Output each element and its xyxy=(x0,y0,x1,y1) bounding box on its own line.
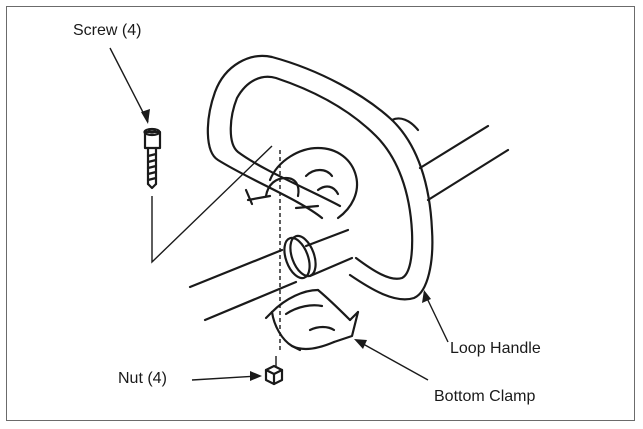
top-clamp xyxy=(244,146,359,220)
label-loop-handle: Loop Handle xyxy=(450,340,541,357)
label-bottom-clamp: Bottom Clamp xyxy=(434,388,536,405)
label-screw: Screw (4) xyxy=(73,22,142,39)
screw xyxy=(143,127,162,190)
alignment-lines xyxy=(151,145,281,366)
loop-handle xyxy=(206,54,434,301)
leader-lines xyxy=(109,47,449,381)
label-nut: Nut (4) xyxy=(118,370,167,387)
bottom-clamp xyxy=(264,288,360,352)
nut xyxy=(264,364,284,386)
shaft xyxy=(188,124,510,322)
arrow-heads xyxy=(141,109,431,381)
